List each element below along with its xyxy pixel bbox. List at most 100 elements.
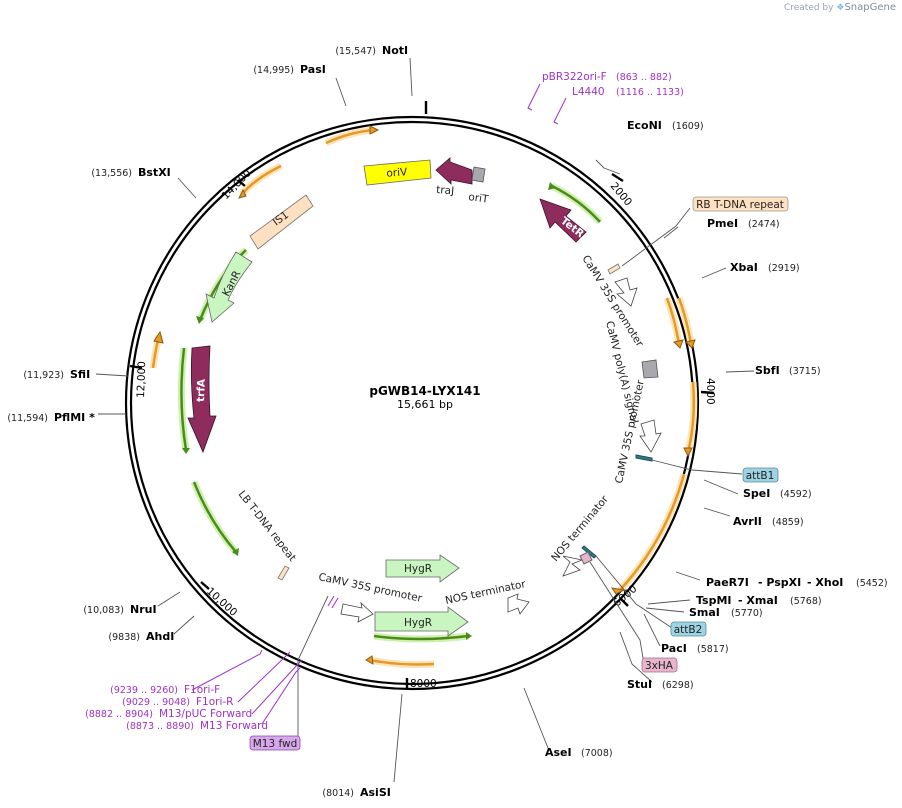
hygr-1-label: HygR — [404, 563, 432, 575]
site-pos-sfii: (11,923) — [23, 370, 64, 381]
snapgene-logo-icon: ❖ — [836, 3, 845, 13]
promoter-arrows — [340, 277, 662, 623]
site-name-xhoi: - XhoI — [807, 576, 843, 589]
site-name-tspmi: TspMI — [696, 594, 732, 607]
site-name-xmai: - XmaI — [738, 594, 778, 607]
plasmid-size: 15,661 bp — [397, 398, 453, 411]
primer-name-m13-forward: M13 Forward — [200, 720, 268, 732]
site-pos-xbai: (2919) — [768, 263, 800, 274]
site-labels: (15,547) NotI (14,995) PasI EcoNI (1609)… — [7, 44, 887, 799]
primer-markers — [191, 83, 567, 725]
site-name-pmei: PmeI — [707, 217, 738, 230]
polya-signal — [641, 359, 659, 379]
credit-prefix: Created by — [783, 3, 834, 13]
m13-box: M13 fwd — [249, 735, 301, 751]
site-pos-spei: (4592) — [780, 489, 812, 500]
site-name-pasi: PasI — [300, 63, 326, 76]
site-name-smai: SmaI — [689, 606, 720, 619]
tick-label-8000: 8000 — [410, 678, 437, 690]
hax-box-label: 3xHA — [645, 660, 674, 672]
hygr-2-label: HygR — [404, 617, 432, 629]
site-name-ahdi: AhdI — [146, 630, 174, 643]
site-name-asei: AseI — [545, 746, 572, 759]
feature-tetr: TetR — [539, 198, 587, 243]
nos1-label: NOS terminator — [549, 493, 611, 564]
feature-hygr-2: HygR — [374, 606, 469, 637]
nos-arrow-1 — [562, 555, 584, 577]
primer-pos-m13-forward: (8873 .. 8890) — [126, 721, 194, 732]
attb2-box-label: attB2 — [674, 624, 703, 636]
feature-oriv: oriV — [363, 159, 432, 186]
tick-label-10000: 10,000 — [204, 585, 239, 619]
snapgene-credit: Created by ❖SnapGene — [784, 2, 896, 13]
site-pos-pmei: (2474) — [748, 219, 780, 230]
lb-marker — [277, 565, 290, 581]
site-name-avrii: AvrII — [733, 515, 762, 528]
site-pos-pflmi: (11,594) — [7, 413, 48, 424]
orit-label: oriT — [468, 191, 490, 206]
site-name-sfii: SfiI — [70, 368, 90, 381]
primer-pos-f1ori-r: (9029 .. 9048) — [122, 697, 190, 708]
site-name-pspxi: - PspXI — [758, 576, 801, 589]
feature-trfa: trfA — [187, 345, 217, 454]
primer-name-l4440: L4440 — [572, 86, 605, 98]
site-name-nrui: NruI — [130, 603, 157, 616]
rb-box: RB T-DNA repeat — [692, 196, 789, 212]
attb1-box-label: attB1 — [746, 470, 775, 482]
feature-traj: traJ — [435, 157, 473, 197]
primer-labels: pBR322ori-F (863 .. 882) L4440 (1116 .. … — [85, 71, 684, 732]
primer-pos-f1ori-f: (9239 .. 9260) — [110, 685, 178, 696]
hax-box: 3xHA — [641, 657, 678, 673]
site-pos-sbfi: (3715) — [789, 366, 821, 377]
rb-marker — [607, 263, 621, 275]
site-name-noti: NotI — [382, 44, 408, 57]
tick-label-4000: 4000 — [704, 378, 716, 405]
site-pos-paer7i: (5452) — [856, 578, 888, 589]
site-leaders — [95, 57, 755, 783]
site-pos-ahdi: (9838) — [108, 632, 140, 643]
primer-pos-pbr322ori-f: (863 .. 882) — [616, 72, 672, 83]
trfa-label: trfA — [195, 378, 208, 402]
site-pos-smai: (5770) — [731, 608, 763, 619]
site-pos-pasi: (14,995) — [253, 65, 294, 76]
feature-hygr-1: HygR — [385, 554, 460, 583]
site-pos-bstxi: (13,556) — [91, 168, 132, 179]
attb2-box: attB2 — [670, 621, 707, 637]
site-name-spei: SpeI — [743, 487, 770, 500]
feature-is1: IS1 — [249, 194, 314, 250]
site-pos-stui: (6298) — [662, 680, 694, 691]
primer-pos-m13puc-forward: (8882 .. 8904) — [85, 709, 153, 720]
traj-label: traJ — [436, 184, 455, 197]
feature-orit: oriT — [468, 166, 490, 206]
primer-name-m13puc-forward: M13/pUC Forward — [159, 708, 252, 720]
lb-label: LB T-DNA repeat — [236, 488, 299, 563]
m13-box-label: M13 fwd — [253, 738, 298, 750]
site-name-bstxi: BstXI — [138, 166, 171, 179]
primer-name-pbr322ori-f: pBR322ori-F — [542, 71, 607, 83]
site-name-paci: PacI — [661, 642, 687, 655]
site-name-sbfi: SbfI — [755, 364, 780, 377]
oriv-label: oriV — [386, 166, 408, 179]
site-name-pflmi: PflMI * — [54, 411, 95, 424]
camv35s-arrow-1 — [614, 277, 638, 307]
scale-ticks — [129, 101, 715, 690]
site-pos-asei: (7008) — [581, 748, 613, 759]
site-pos-tspmi: (5768) — [790, 596, 822, 607]
rb-box-label: RB T-DNA repeat — [696, 199, 784, 211]
primer-pos-l4440: (1116 .. 1133) — [616, 87, 684, 98]
site-pos-noti: (15,547) — [335, 46, 376, 57]
site-pos-asisi: (8014) — [322, 788, 354, 799]
site-name-xbai: XbaI — [730, 261, 758, 274]
site-name-stui: StuI — [627, 678, 652, 691]
attb1-box: attB1 — [742, 467, 779, 483]
credit-brand: SnapGene — [844, 2, 896, 13]
site-pos-avrii: (4859) — [772, 517, 804, 528]
primer-name-f1ori-f: F1ori-F — [184, 684, 220, 696]
tick-label-12000: 12,000 — [135, 361, 148, 398]
site-name-econi: EcoNI — [627, 119, 662, 132]
site-name-paer7i: PaeR7I — [706, 576, 749, 589]
site-pos-paci: (5817) — [697, 644, 729, 655]
plasmid-name: pGWB14-LYX141 — [369, 384, 480, 398]
nos-arrow-2 — [507, 593, 530, 615]
